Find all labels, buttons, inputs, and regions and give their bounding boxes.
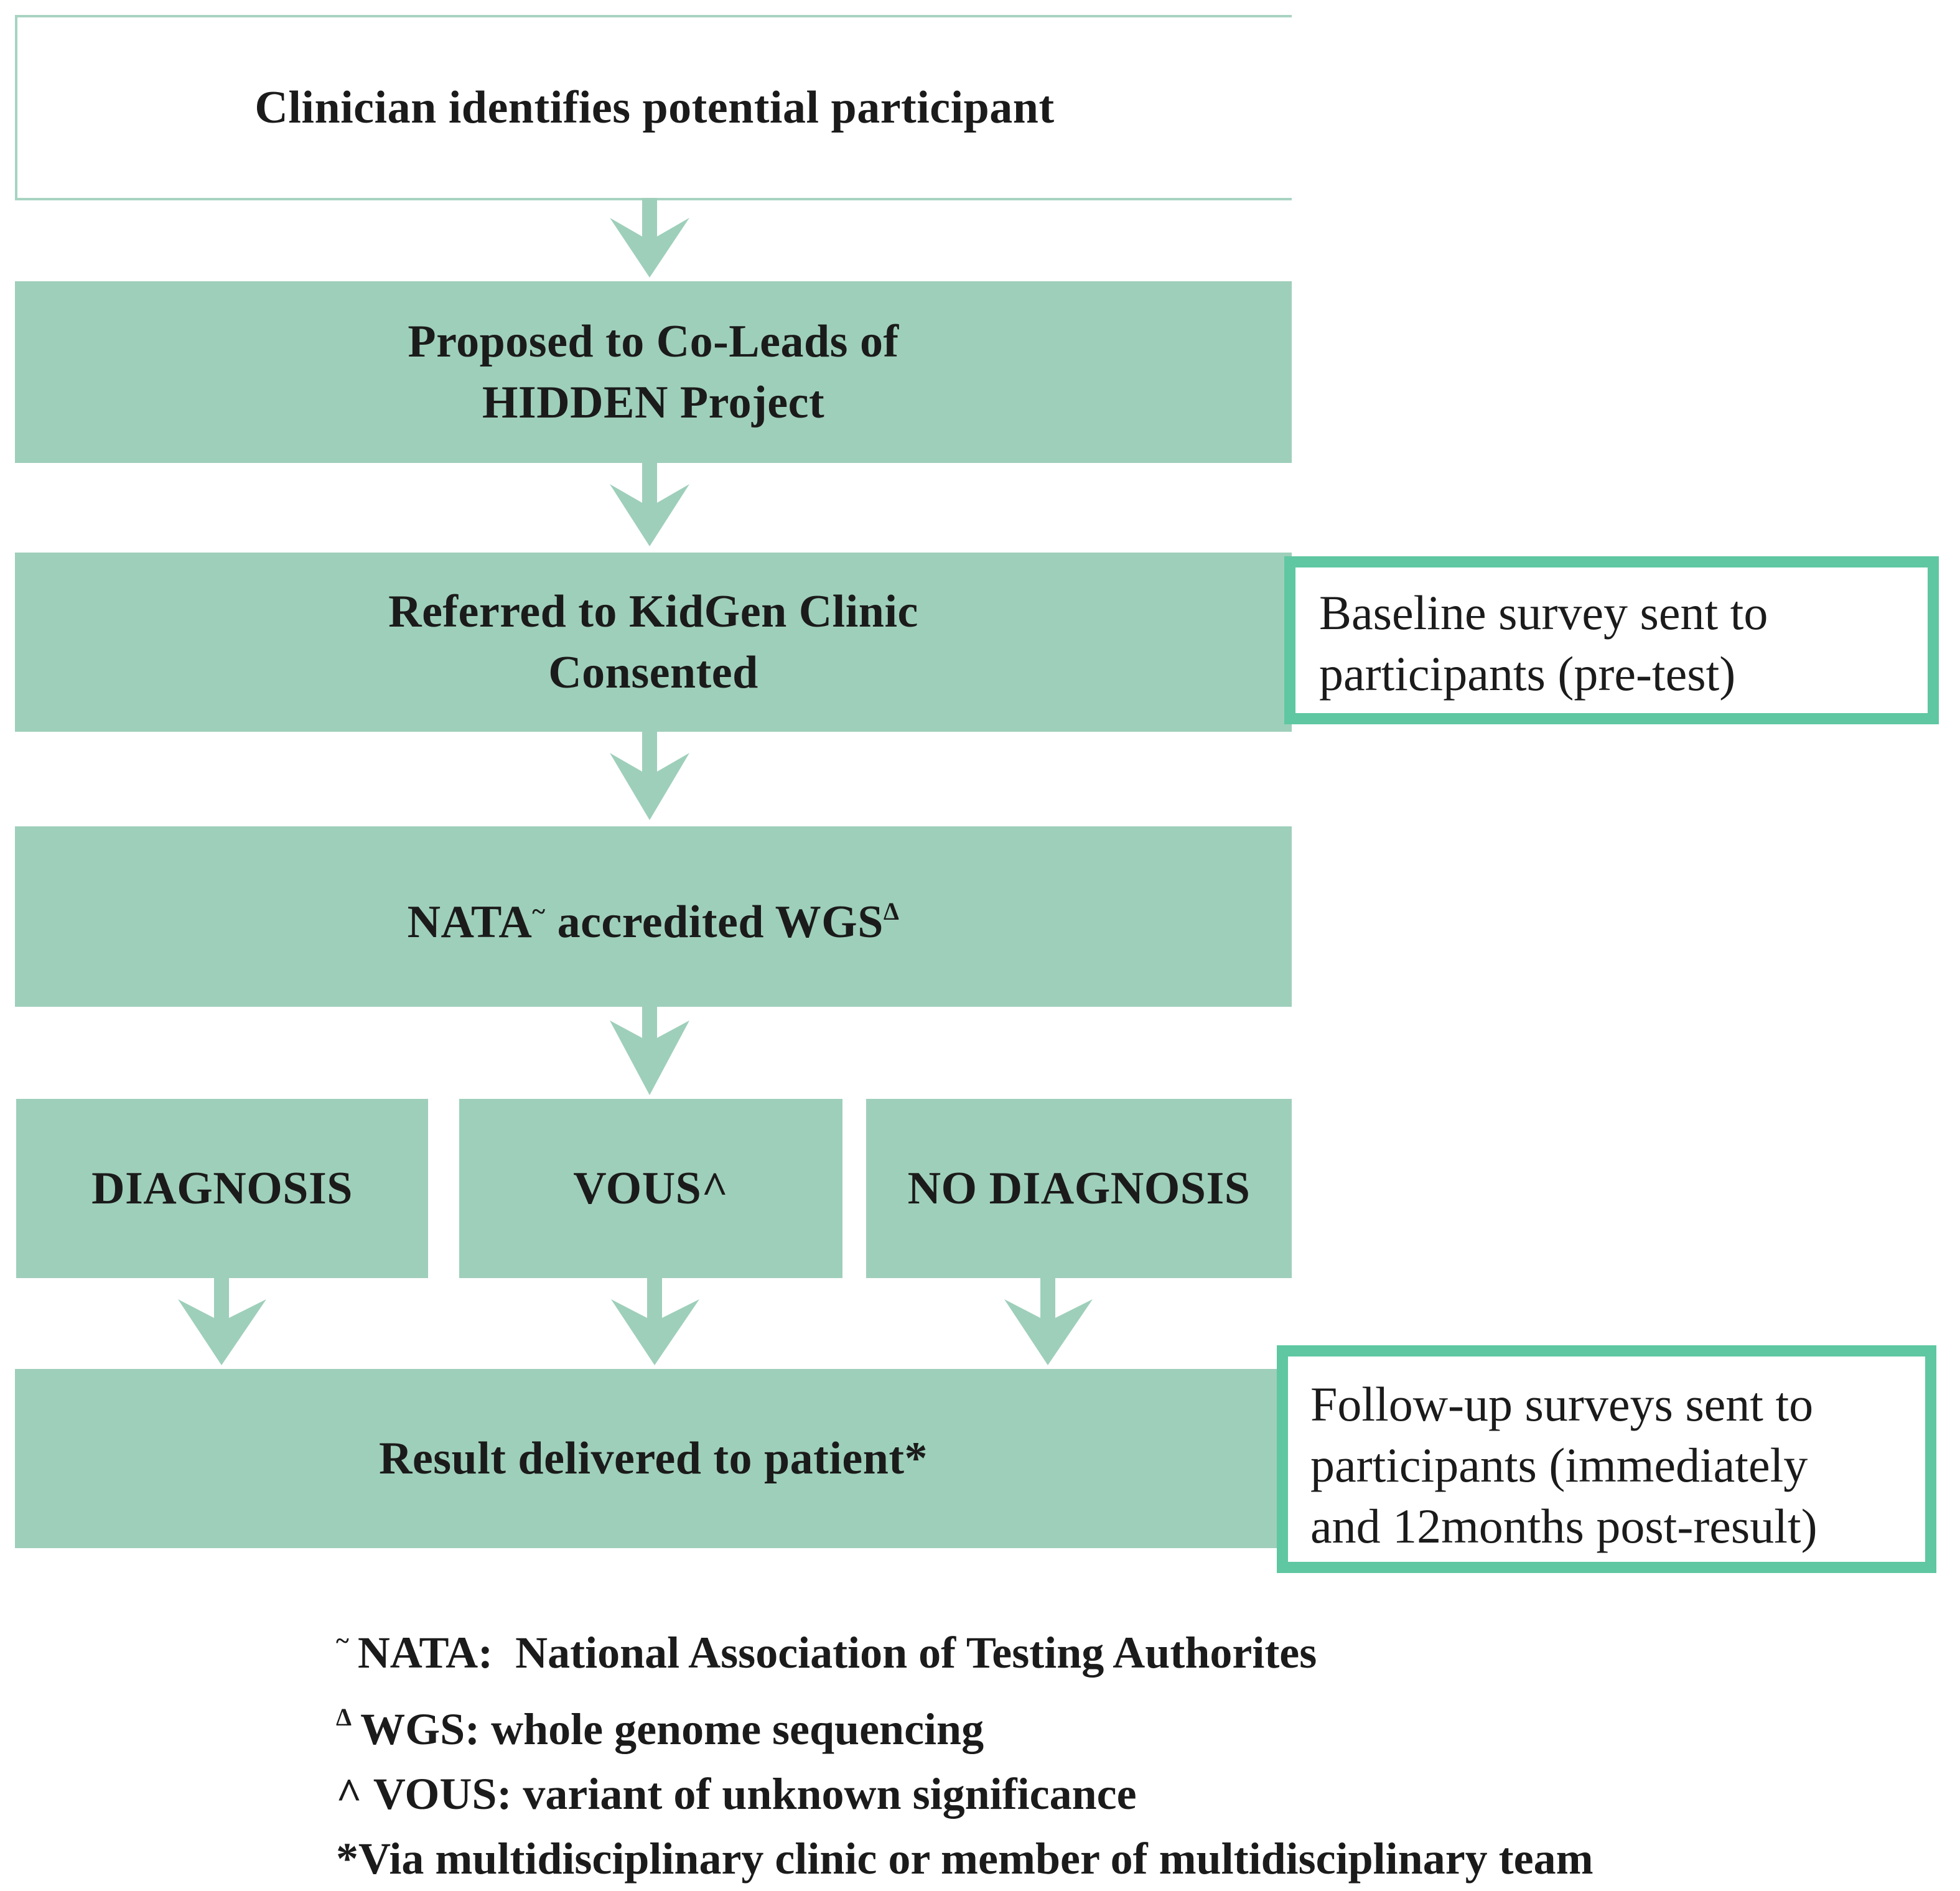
legend-text-wgs: WGS: whole genome sequencing	[360, 1704, 984, 1754]
followup-survey-line2: participants (immediately	[1310, 1438, 1808, 1492]
step-proposed-line1: Proposed to Co-Leads of	[408, 316, 899, 367]
legend-item-nata: ~ NATA: National Association of Testing A…	[336, 1609, 1594, 1685]
step-result-box: Result delivered to patient*	[15, 1369, 1292, 1548]
step-wgs-middle: accredited WGS	[545, 896, 884, 948]
arrow-vous-to-result	[611, 1278, 699, 1365]
step-wgs-prefix: NATA	[407, 896, 533, 948]
arrow-identify-to-proposed	[610, 198, 689, 278]
outcome-vous-box: VOUS^	[459, 1099, 842, 1278]
legend-symbol-wgs: Δ	[336, 1703, 352, 1731]
legend-symbol-vous: ^	[336, 1769, 362, 1819]
step-referred-box: Referred to KidGen Clinic Consented	[15, 553, 1292, 732]
outcome-no-diagnosis-label: NO DIAGNOSIS	[907, 1163, 1251, 1214]
legend-item-wgs: Δ WGS: whole genome sequencing	[336, 1685, 1594, 1762]
arrow-proposed-to-referred	[610, 463, 689, 546]
step-proposed-line2: HIDDEN Project	[482, 377, 825, 428]
arrow-referred-to-wgs	[610, 732, 689, 820]
step-identify-label: Clinician identifies potential participa…	[254, 82, 1055, 133]
followup-survey-note: Follow-up surveys sent to participants (…	[1277, 1345, 1936, 1573]
step-wgs-sup1: ~	[532, 897, 546, 925]
step-wgs-sup2: Δ	[883, 897, 900, 925]
arrow-diagnosis-to-result	[178, 1278, 266, 1365]
step-result-label: Result delivered to patient*	[378, 1433, 928, 1484]
step-proposed-box: Proposed to Co-Leads of HIDDEN Project	[15, 281, 1292, 463]
outcome-no-diagnosis-box: NO DIAGNOSIS	[866, 1099, 1292, 1278]
arrow-no-diagnosis-to-result	[1004, 1278, 1093, 1365]
baseline-survey-note: Baseline survey sent to participants (pr…	[1284, 556, 1939, 724]
legend-text-vous: VOUS: variant of unknown significance	[373, 1769, 1137, 1819]
arrow-wgs-to-outcomes	[610, 1007, 689, 1095]
legend-symbol-nata: ~	[336, 1627, 349, 1655]
step-wgs-box: NATA~ accredited WGSΔ	[15, 826, 1292, 1007]
step-referred-line2: Consented	[548, 647, 758, 698]
legend-text-via: *Via multidisciplinary clinic or member …	[336, 1834, 1594, 1884]
followup-survey-line1: Follow-up surveys sent to	[1310, 1377, 1814, 1431]
step-referred-line1: Referred to KidGen Clinic	[388, 586, 918, 637]
followup-survey-line3: and 12months post-result)	[1310, 1499, 1818, 1553]
legend-text-nata: NATA: National Association of Testing Au…	[357, 1628, 1317, 1678]
legend-item-via: *Via multidisciplinary clinic or member …	[336, 1826, 1594, 1891]
outcome-diagnosis-label: DIAGNOSIS	[91, 1163, 353, 1214]
baseline-survey-line1: Baseline survey sent to	[1319, 586, 1768, 640]
outcome-diagnosis-box: DIAGNOSIS	[16, 1099, 428, 1278]
step-identify-box: Clinician identifies potential participa…	[15, 15, 1292, 200]
step-wgs-label: NATA~ accredited WGSΔ	[408, 881, 900, 953]
outcome-vous-label: VOUS^	[573, 1163, 729, 1214]
baseline-survey-line2: participants (pre-test)	[1319, 647, 1736, 701]
legend-item-vous: ^VOUS: variant of unknown significance	[336, 1762, 1594, 1826]
legend: ~ NATA: National Association of Testing A…	[336, 1609, 1594, 1891]
